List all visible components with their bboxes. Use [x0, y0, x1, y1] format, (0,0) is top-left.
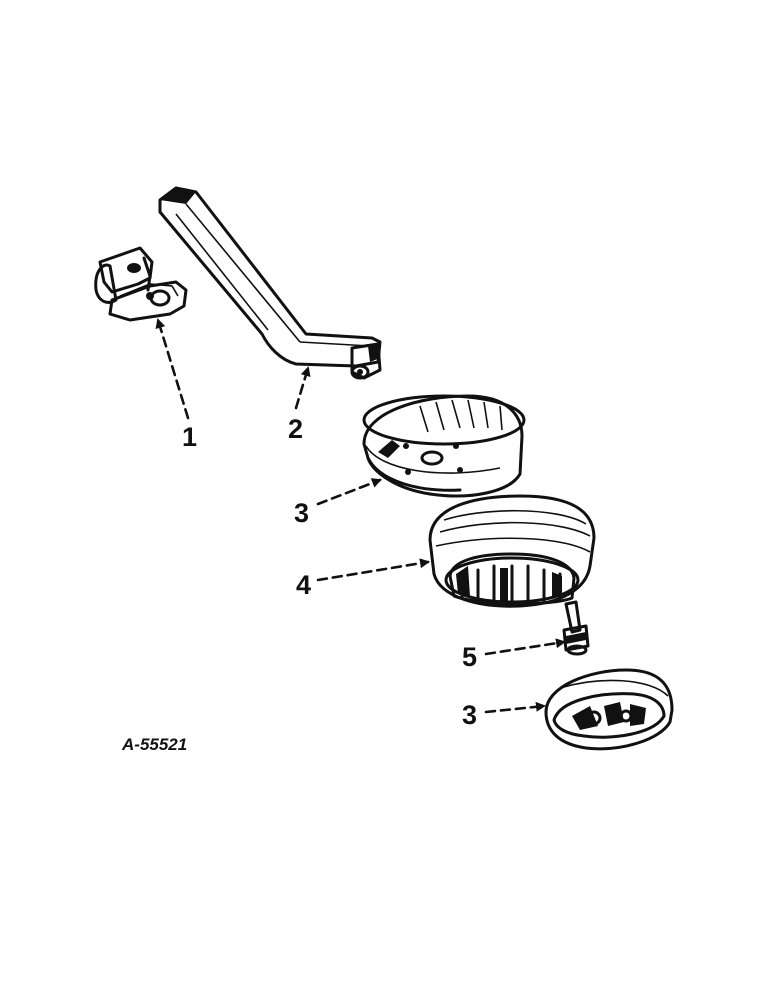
- part-hub-half-upper: [362, 394, 526, 498]
- callout-4: 4: [296, 570, 311, 600]
- part-spindle-arm: [158, 186, 382, 380]
- callout-1: 1: [182, 422, 197, 452]
- callout-3-lower: 3: [462, 700, 477, 730]
- leader-3a: [316, 478, 382, 506]
- part-hub-half-lower: [544, 668, 674, 751]
- leader-3b: [484, 701, 546, 714]
- part-grease-fitting: [562, 600, 590, 656]
- part-tire: [428, 494, 596, 608]
- leader-2: [294, 366, 311, 410]
- leader-1: [155, 318, 190, 420]
- callout-5: 5: [462, 642, 477, 672]
- leader-5: [484, 638, 566, 656]
- drawing-number: A-55521: [121, 735, 187, 754]
- callout-2: 2: [288, 414, 303, 444]
- leader-4: [316, 558, 430, 582]
- callout-3-upper: 3: [294, 498, 309, 528]
- part-clamp-bracket: [94, 246, 188, 322]
